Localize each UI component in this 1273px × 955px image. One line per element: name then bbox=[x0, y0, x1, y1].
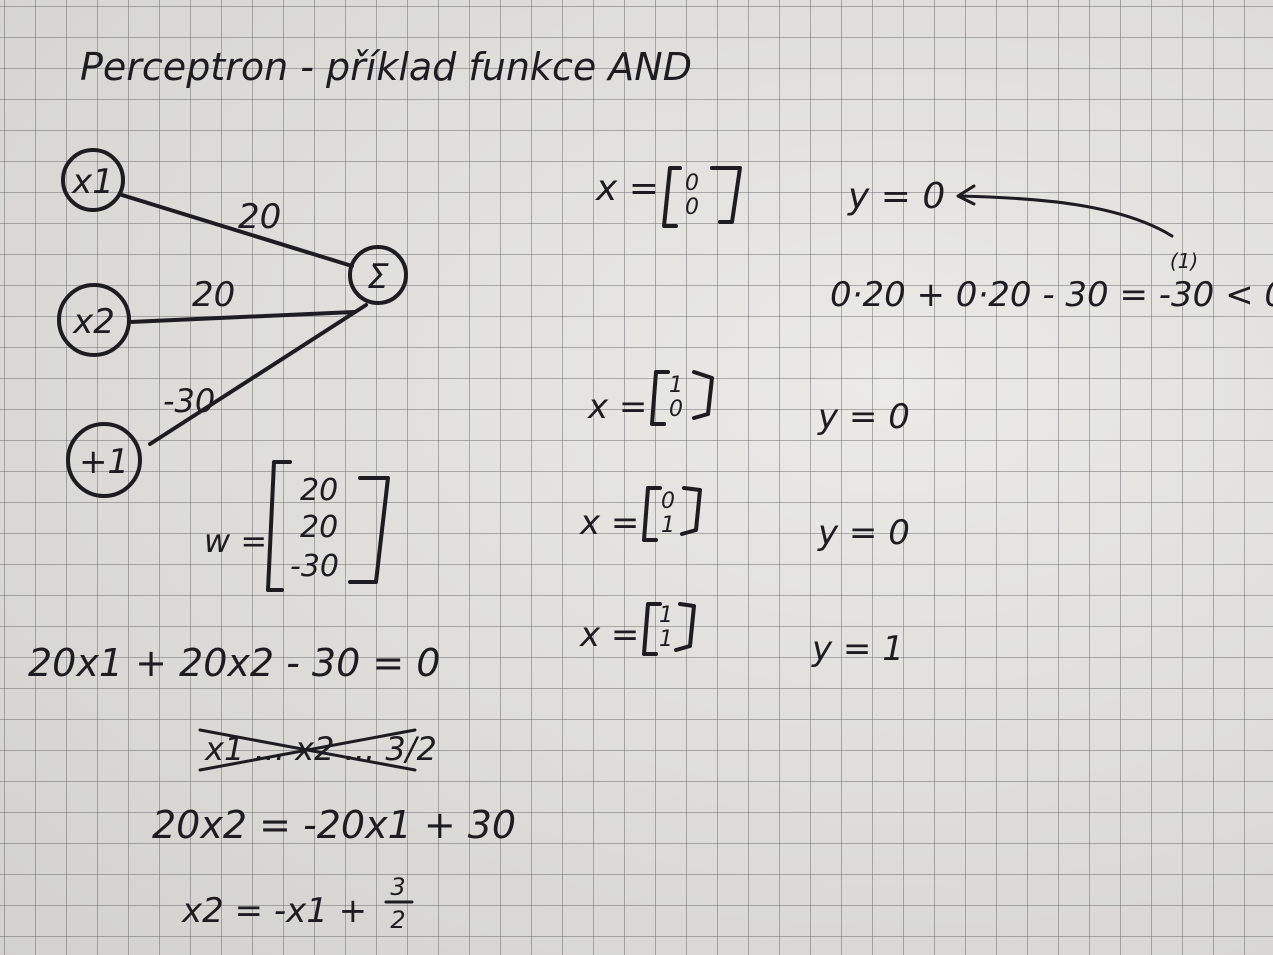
right-bracket bbox=[348, 476, 390, 584]
input-label: x = bbox=[587, 387, 647, 427]
strike-through bbox=[198, 728, 417, 772]
arrow-label: (1) bbox=[1170, 249, 1198, 273]
edge-bias-sum bbox=[148, 303, 368, 446]
input-bottom: 1 bbox=[659, 627, 673, 652]
computation: (1) 0·20 + 0·20 - 30 = -30 < 0 bbox=[830, 184, 1273, 315]
node-circle bbox=[57, 283, 131, 357]
input-label: x = bbox=[579, 503, 639, 543]
boundary-equation: 20x1 + 20x2 - 30 = 0 bbox=[28, 641, 440, 685]
output: y = 1 bbox=[811, 629, 904, 669]
node-circle bbox=[66, 422, 142, 498]
vector-bracket-left bbox=[662, 166, 682, 228]
equation-step3: x2 = -x1 + bbox=[181, 891, 367, 931]
input-label: x = bbox=[579, 615, 639, 655]
vector-bracket-right bbox=[710, 166, 742, 224]
input-top: 1 bbox=[659, 603, 673, 628]
node-label: x1 bbox=[71, 162, 114, 202]
vector-bracket-right bbox=[680, 486, 702, 536]
fraction-numerator: 3 bbox=[390, 873, 405, 901]
vector-bracket-right bbox=[692, 370, 714, 420]
node-circle bbox=[61, 148, 125, 212]
weight-vector-label: w = bbox=[204, 522, 267, 560]
output: y = 0 bbox=[847, 176, 945, 217]
equation-step2: 20x2 = -20x1 + 30 bbox=[152, 803, 516, 847]
vector-bracket-left bbox=[642, 602, 662, 656]
truth-row: x = 0 1 y = 0 bbox=[579, 486, 910, 553]
node-bias: +1 bbox=[66, 422, 142, 498]
truth-table: x = 0 0 y = 0 x = 1 0 y = 0 x = 0 1 y = … bbox=[579, 166, 945, 669]
node-x1: x1 bbox=[61, 148, 125, 212]
node-label: x2 bbox=[72, 302, 115, 342]
weight-x1: 20 bbox=[238, 197, 281, 237]
input-label: x = bbox=[595, 168, 659, 209]
node-circle bbox=[348, 245, 408, 305]
vector-bracket-right bbox=[674, 602, 696, 652]
weight-bias: -30 bbox=[163, 382, 215, 420]
truth-row: x = 1 1 y = 1 bbox=[579, 602, 904, 669]
weight-value: 20 bbox=[300, 510, 338, 545]
node-sum: Σ bbox=[348, 245, 408, 305]
node-label: Σ bbox=[367, 257, 389, 297]
truth-row: x = 1 0 y = 0 bbox=[587, 370, 910, 437]
node-x2: x2 bbox=[57, 283, 131, 357]
weight-vector: w = 20 20 -30 bbox=[204, 460, 390, 592]
input-top: 1 bbox=[669, 373, 683, 398]
computation-expression: 0·20 + 0·20 - 30 = -30 < 0 bbox=[830, 275, 1273, 315]
input-bottom: 0 bbox=[685, 195, 699, 220]
input-top: 0 bbox=[661, 489, 675, 514]
vector-bracket-left bbox=[642, 486, 662, 542]
weight-value: -30 bbox=[290, 549, 339, 584]
input-bottom: 0 bbox=[669, 397, 683, 422]
vector-bracket-left bbox=[650, 370, 670, 426]
fraction-denominator: 2 bbox=[390, 906, 405, 934]
truth-row: x = 0 0 y = 0 bbox=[595, 166, 945, 228]
input-top: 0 bbox=[685, 171, 699, 196]
arrow-head bbox=[956, 184, 976, 206]
output: y = 0 bbox=[817, 513, 910, 553]
arrow-curve bbox=[958, 194, 1174, 238]
output: y = 0 bbox=[817, 397, 910, 437]
left-bracket bbox=[266, 460, 292, 592]
node-label: +1 bbox=[79, 442, 129, 482]
edge-x1-sum bbox=[120, 193, 354, 268]
input-bottom: 1 bbox=[661, 513, 675, 538]
page-title: Perceptron - příklad funkce AND bbox=[80, 45, 692, 89]
derivation: 20x1 + 20x2 - 30 = 0 x1 ... x2 ... 3/2 2… bbox=[28, 641, 516, 934]
network-diagram: x1 x2 +1 Σ 20 20 -30 bbox=[57, 148, 408, 498]
weight-x2: 20 bbox=[192, 275, 235, 315]
edge-x2-sum bbox=[128, 310, 356, 324]
weight-value: 20 bbox=[300, 473, 338, 508]
